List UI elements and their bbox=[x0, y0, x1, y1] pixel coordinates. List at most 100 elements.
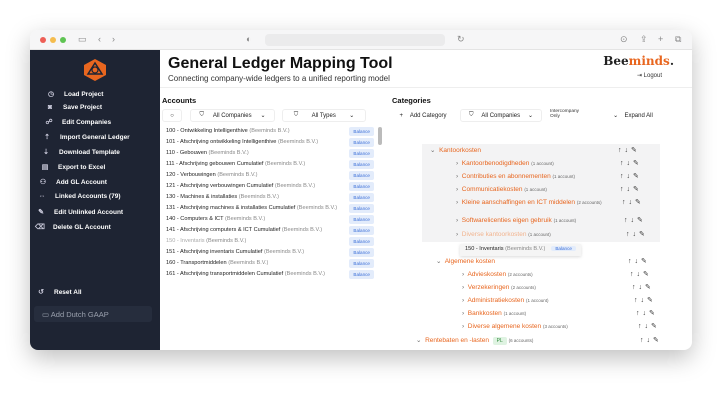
edit-unlinked-account-button[interactable]: ✎Edit Unlinked Account bbox=[36, 208, 123, 217]
chevron-right-icon[interactable]: › bbox=[456, 199, 459, 206]
category-item[interactable]: ⌄ Algemene kosten bbox=[436, 258, 622, 266]
account-search-input[interactable]: ○ bbox=[162, 109, 182, 122]
export-excel-button[interactable]: ▤Export to Excel bbox=[41, 163, 106, 172]
category-item[interactable]: ⌄ Kantoorkosten bbox=[430, 147, 612, 155]
account-row[interactable]: 130 - Machines & installaties (Beeminds … bbox=[158, 192, 376, 203]
move-up-icon[interactable]: ↑ bbox=[634, 297, 641, 304]
move-down-icon[interactable]: ↓ bbox=[636, 271, 643, 278]
load-project-button[interactable]: ◷Load Project bbox=[47, 90, 104, 99]
edit-icon[interactable]: ✎ bbox=[633, 173, 642, 180]
move-up-icon[interactable]: ↑ bbox=[624, 217, 631, 224]
account-row[interactable]: 160 - Transportmiddelen (Beeminds B.V.)B… bbox=[158, 258, 376, 269]
edit-icon[interactable]: ✎ bbox=[635, 199, 644, 206]
category-item[interactable]: › Contributies en abonnementen (1 accoun… bbox=[456, 173, 614, 181]
download-template-button[interactable]: ⇣Download Template bbox=[41, 148, 120, 157]
edit-icon[interactable]: ✎ bbox=[653, 337, 662, 344]
back-icon[interactable]: ‹ bbox=[98, 34, 101, 44]
category-item[interactable]: › Kantoorbenodigdheden (1 account) bbox=[456, 160, 614, 168]
move-up-icon[interactable]: ↑ bbox=[622, 199, 629, 206]
reload-icon[interactable]: ↻ bbox=[457, 34, 465, 44]
move-down-icon[interactable]: ↓ bbox=[646, 337, 653, 344]
add-dutch-gaap-button[interactable]: ▭ Add Dutch GAAP bbox=[34, 306, 152, 322]
account-row[interactable]: 151 - Afschrijving inventaris Cumulatief… bbox=[158, 247, 376, 258]
account-row[interactable]: 140 - Computers & ICT (Beeminds B.V.)Bal… bbox=[158, 214, 376, 225]
move-up-icon[interactable]: ↑ bbox=[630, 271, 637, 278]
category-item[interactable]: ⌄ Rentebaten en -lasten PL (6 accounts) bbox=[416, 337, 634, 345]
add-gl-account-button[interactable]: ⚇Add GL Account bbox=[39, 178, 107, 187]
chevron-right-icon[interactable]: › bbox=[456, 217, 459, 224]
category-item[interactable]: › Administratiekosten (1 account) bbox=[462, 297, 628, 305]
move-up-icon[interactable]: ↑ bbox=[620, 160, 627, 167]
edit-icon[interactable]: ✎ bbox=[647, 297, 656, 304]
move-up-icon[interactable]: ↑ bbox=[628, 258, 635, 265]
move-up-icon[interactable]: ↑ bbox=[636, 310, 643, 317]
linked-accounts-button[interactable]: ⇔Linked Accounts (79) bbox=[38, 193, 121, 200]
account-row[interactable]: 100 - Ontwikkeling Intelligenthive (Beem… bbox=[158, 126, 376, 137]
expand-all-button[interactable]: ⌄Expand All bbox=[606, 109, 660, 122]
edit-companies-button[interactable]: ☍Edit Companies bbox=[45, 118, 112, 127]
category-item[interactable]: › Communicatiekosten (1 account) bbox=[456, 186, 614, 194]
chevron-down-icon[interactable]: ⌄ bbox=[416, 337, 422, 344]
move-down-icon[interactable]: ↓ bbox=[626, 160, 633, 167]
category-item[interactable]: › Verzekeringen (2 accounts) bbox=[462, 284, 626, 292]
chevron-right-icon[interactable]: › bbox=[462, 310, 465, 317]
minimize-window-button[interactable] bbox=[50, 37, 56, 43]
move-down-icon[interactable]: ↓ bbox=[642, 310, 649, 317]
download-icon[interactable]: ⊙ bbox=[620, 34, 628, 44]
move-down-icon[interactable]: ↓ bbox=[638, 284, 645, 291]
maximize-window-button[interactable] bbox=[60, 37, 66, 43]
delete-gl-account-button[interactable]: ⌫Delete GL Account bbox=[35, 223, 111, 232]
dragged-account[interactable]: 150 - Inventaris (Beeminds B.V.)Balance bbox=[460, 244, 581, 256]
chevron-right-icon[interactable]: › bbox=[456, 173, 459, 180]
chevron-right-icon[interactable]: › bbox=[462, 297, 465, 304]
account-row[interactable]: 121 - Afschrijving verbouwingen Cumulati… bbox=[158, 181, 376, 192]
move-up-icon[interactable]: ↑ bbox=[620, 186, 627, 193]
chevron-right-icon[interactable]: › bbox=[462, 284, 465, 291]
chevron-down-icon[interactable]: ⌄ bbox=[430, 147, 436, 154]
edit-icon[interactable]: ✎ bbox=[645, 284, 654, 291]
account-row[interactable]: 131 - Afschrijving machines & installati… bbox=[158, 203, 376, 214]
move-down-icon[interactable]: ↓ bbox=[628, 199, 635, 206]
account-list-scrollbar[interactable] bbox=[378, 127, 382, 145]
category-item[interactable]: › Advieskosten (2 accounts) bbox=[462, 271, 624, 279]
move-up-icon[interactable]: ↑ bbox=[638, 323, 645, 330]
sidebar-icon[interactable]: ▭ bbox=[78, 34, 87, 44]
account-company-filter[interactable]: ⛉All Companies⌄ bbox=[190, 109, 275, 122]
forward-icon[interactable]: › bbox=[112, 34, 115, 44]
logout-button[interactable]: ⇥ Logout bbox=[636, 73, 662, 79]
edit-icon[interactable]: ✎ bbox=[641, 258, 650, 265]
import-general-ledger-button[interactable]: ⇡Import General Ledger bbox=[42, 133, 130, 142]
new-tab-icon[interactable]: + bbox=[658, 34, 664, 44]
move-down-icon[interactable]: ↓ bbox=[644, 323, 651, 330]
category-item[interactable]: › Kleine aanschaffingen en ICT middelen … bbox=[456, 199, 616, 207]
chevron-right-icon[interactable]: › bbox=[456, 160, 459, 167]
edit-icon[interactable]: ✎ bbox=[631, 147, 640, 154]
tabs-icon[interactable]: ⧉ bbox=[675, 34, 682, 44]
category-item[interactable]: › Softwarelicenties eigen gebruik (1 acc… bbox=[456, 217, 618, 225]
close-window-button[interactable] bbox=[40, 37, 46, 43]
save-project-button[interactable]: ◙Save Project bbox=[45, 104, 102, 111]
account-row[interactable]: 141 - Afschrijving computers & ICT Cumul… bbox=[158, 225, 376, 236]
account-row[interactable]: 101 - Afschrijving ontwikkeling Intellig… bbox=[158, 137, 376, 148]
account-type-filter[interactable]: ⛉All Types⌄ bbox=[282, 109, 366, 122]
account-row[interactable]: 120 - Verbouwingen (Beeminds B.V.)Balanc… bbox=[158, 170, 376, 181]
address-bar[interactable] bbox=[265, 34, 445, 46]
move-down-icon[interactable]: ↓ bbox=[630, 217, 637, 224]
add-category-button[interactable]: +Add Category bbox=[392, 109, 454, 122]
edit-icon[interactable]: ✎ bbox=[633, 160, 642, 167]
move-down-icon[interactable]: ↓ bbox=[624, 147, 631, 154]
move-up-icon[interactable]: ↑ bbox=[640, 337, 647, 344]
chevron-right-icon[interactable]: › bbox=[456, 186, 459, 193]
reset-all-button[interactable]: ↺Reset All bbox=[36, 288, 82, 297]
chevron-right-icon[interactable]: › bbox=[462, 323, 465, 330]
move-down-icon[interactable]: ↓ bbox=[632, 231, 639, 238]
chevron-right-icon[interactable]: › bbox=[456, 231, 459, 238]
account-row[interactable]: 161 - Afschrijving transportmiddelen Cum… bbox=[158, 269, 376, 280]
category-item[interactable]: › Diverse kantoorkosten (1 account) bbox=[456, 231, 620, 239]
move-up-icon[interactable]: ↑ bbox=[620, 173, 627, 180]
move-up-icon[interactable]: ↑ bbox=[626, 231, 633, 238]
edit-icon[interactable]: ✎ bbox=[649, 310, 658, 317]
account-row[interactable]: 111 - Afschrijving gebouwen Cumulatief (… bbox=[158, 159, 376, 170]
account-row[interactable]: 150 - Inventaris (Beeminds B.V.)Balance bbox=[158, 236, 376, 247]
move-up-icon[interactable]: ↑ bbox=[618, 147, 625, 154]
